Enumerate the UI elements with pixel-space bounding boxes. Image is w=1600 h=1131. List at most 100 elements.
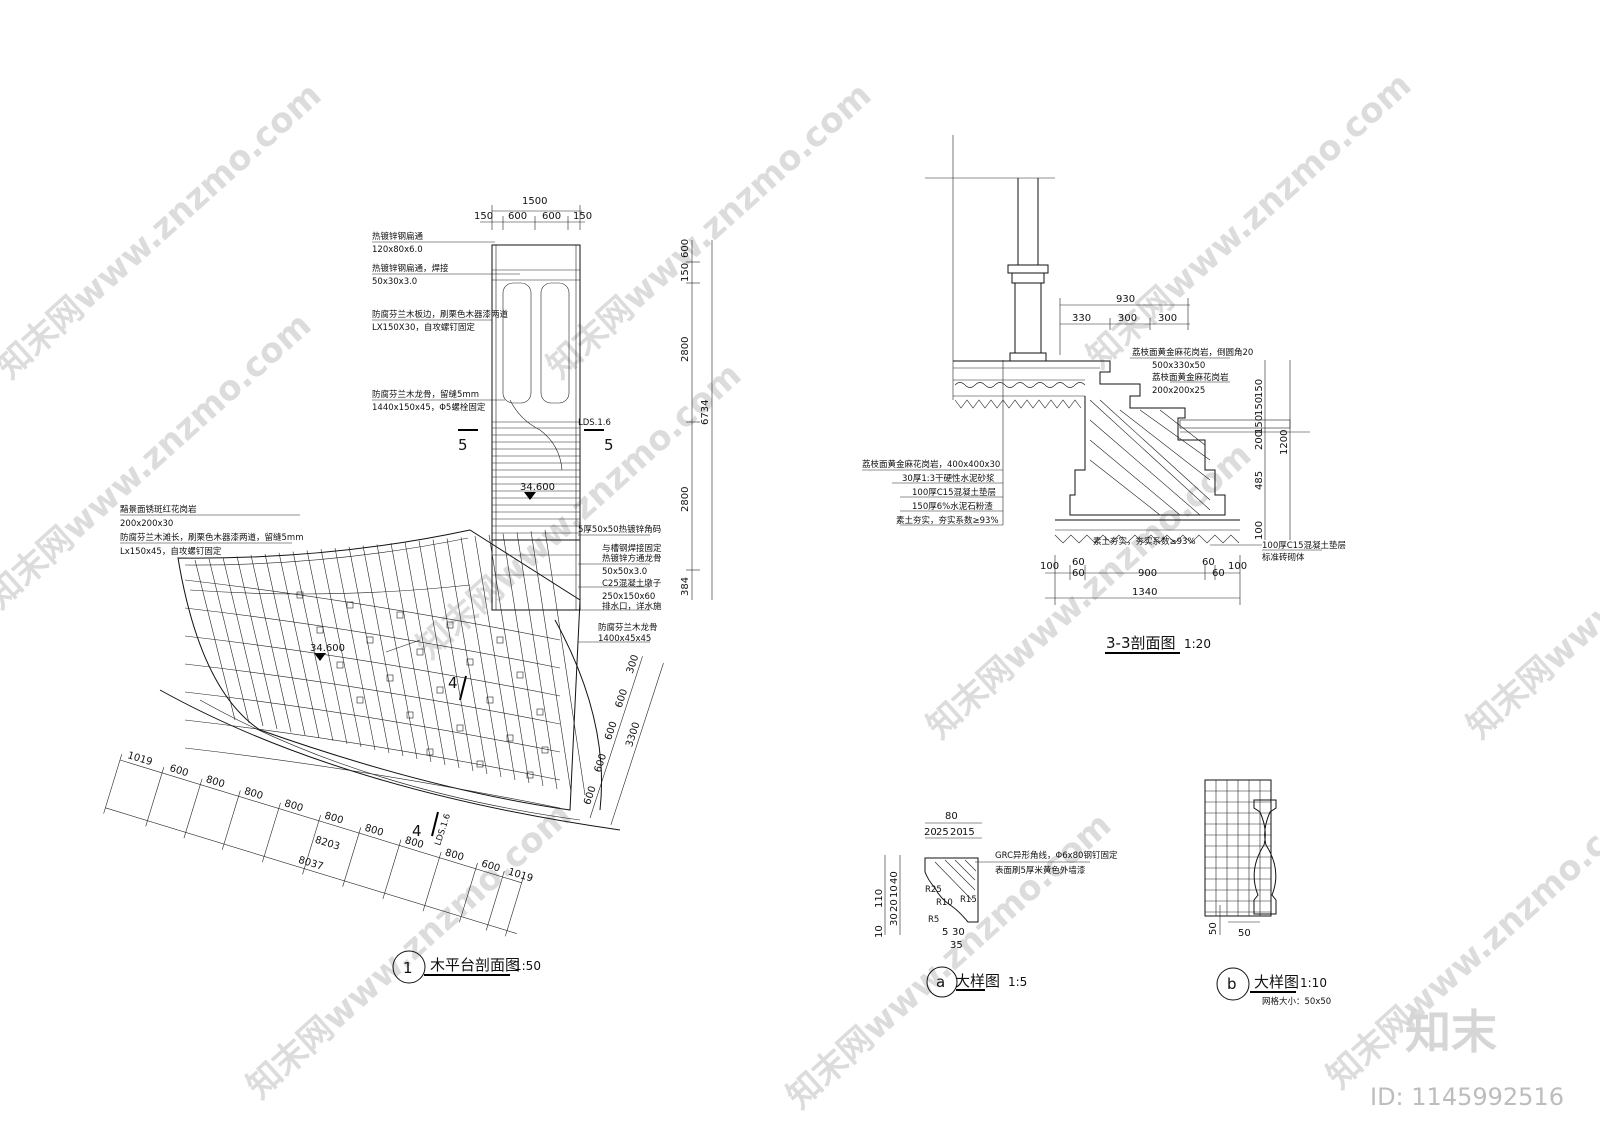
- deck-notes-right: 5厚50x50热镀锌角码 与槽钢焊接固定 热镀锌方通龙骨 50x50x3.0 C…: [578, 524, 662, 644]
- drawing-scale: 1:10: [1300, 976, 1327, 990]
- dim-label: 100: [1254, 521, 1265, 540]
- dim-label: 150: [680, 263, 691, 282]
- section-ref-label: LDS.1.6: [578, 418, 611, 428]
- deck-post: [356, 696, 364, 704]
- note-text: 防腐芬兰木滩长，刷栗色木器漆两道，留缝5mm: [120, 532, 303, 543]
- section33-notes-top: 荔枝面黄金麻花岗岩，倒圆角20 500x330x50 荔枝面黄金麻花岗岩 200…: [1130, 347, 1253, 396]
- radius-label: R25: [925, 885, 942, 895]
- dim-tick: [302, 814, 321, 875]
- dim-label: 930: [1116, 294, 1135, 305]
- dim-label: 300: [1118, 313, 1137, 324]
- dim-tick: [459, 862, 478, 923]
- dim-label: 35: [950, 940, 963, 951]
- deck-post: [476, 760, 484, 768]
- dim-label: 30: [952, 927, 965, 938]
- detail-a-title: a 大样图 1:5: [926, 966, 1027, 998]
- watermark-layer: 知末网www.znzmo.com 知末网www.znzmo.com 知末网www…: [0, 65, 1600, 1117]
- deck-post: [296, 591, 304, 599]
- image-id: ID: 1145992516: [1370, 1083, 1564, 1111]
- dim-label: 600: [168, 763, 189, 779]
- deck-board: [530, 531, 572, 793]
- note-text: 与槽钢焊接固定: [602, 543, 662, 554]
- dim-label: 1019: [126, 750, 154, 768]
- paving-layers: [953, 360, 1110, 409]
- elevation-label: 34.600: [520, 482, 555, 493]
- dim-tick: [485, 871, 505, 931]
- deck-board: [488, 534, 530, 784]
- deck-post: [466, 658, 474, 666]
- deck-post: [346, 601, 354, 609]
- note-text: 荔枝面黄金麻花岗岩: [1152, 372, 1229, 383]
- dim-label: 20: [950, 827, 963, 838]
- dim-label: 800: [243, 786, 264, 802]
- dim-tick: [504, 876, 524, 937]
- dim-total: 1340: [1132, 587, 1157, 598]
- deck-board: [544, 529, 586, 796]
- drawing-title: 3-3剖面图: [1106, 634, 1176, 652]
- dim-label: 485: [1254, 471, 1265, 490]
- title-circle-label: b: [1227, 975, 1237, 993]
- deck-notes-mid: 黯景面锈斑红花岗岩 200x200x30 防腐芬兰木滩长，刷栗色木器漆两道，留缝…: [120, 504, 303, 557]
- detail-b-drawing: 50 50 b 大样图 1:10 网格大小：50x50: [1204, 779, 1331, 1007]
- watermark-text: 知末网www.znzmo.com: [539, 75, 879, 387]
- deck-board: [250, 555, 292, 733]
- detail-b-dimensions: 50 50: [1208, 905, 1260, 939]
- dim-label: 200: [1254, 431, 1265, 450]
- dim-tick: [221, 790, 241, 850]
- dim-label: 100: [1040, 561, 1059, 572]
- dim-label: 60: [1202, 557, 1215, 568]
- walkway-plan: [491, 244, 581, 611]
- note-text: 200x200x30: [120, 519, 173, 529]
- section-mark-label: 4: [412, 822, 422, 840]
- deck-board: [446, 538, 488, 775]
- baluster-profile: [1253, 799, 1277, 915]
- deck-post: [366, 636, 374, 644]
- deck-post: [496, 636, 504, 644]
- section-mark-label: 5: [458, 436, 468, 454]
- detail-a-profile: R25 R10 R15 R5: [924, 857, 979, 925]
- dim-tick: [422, 851, 442, 912]
- dim-label: 15: [962, 827, 975, 838]
- dim-label: 110: [874, 889, 885, 908]
- deck-section-title: 1 木平台剖面图 1:50: [392, 950, 541, 984]
- dim-label: 2800: [680, 337, 691, 362]
- dim-total: 3300: [624, 721, 642, 749]
- title-circle-label: 1: [403, 959, 413, 977]
- watermark-text: 知末网www.znzmo.com: [1079, 65, 1419, 377]
- note-text: 热镀锌钢扁通，焊接: [372, 263, 449, 274]
- drawing-title: 木平台剖面图: [430, 956, 520, 974]
- dim-label: 600: [582, 785, 598, 807]
- dim-label: 10: [889, 885, 900, 898]
- section33-right-dimensions: 150 150 150 200 1200 485 100: [1254, 360, 1291, 540]
- deck-post: [541, 746, 549, 754]
- section33-title: 3-3剖面图 1:20: [1105, 634, 1211, 654]
- dim-label: 60: [1072, 557, 1085, 568]
- note-text: C25混凝土墩子: [602, 578, 662, 589]
- note-text: 250x150x60: [602, 592, 655, 602]
- radius-label: R5: [928, 915, 939, 925]
- note-text: 5厚50x50热镀锌角码: [578, 524, 661, 535]
- note-text: 100厚C15混凝土垫层: [912, 487, 996, 498]
- deck-board: [404, 541, 446, 766]
- walkway-planks: [492, 427, 580, 534]
- radius-label: R10: [936, 898, 953, 908]
- dim-label: 800: [403, 835, 424, 851]
- deck-bottom-dimensions: 1019 600 800 800 800 800 800 800 800 600…: [103, 750, 534, 937]
- note-text: 素土夯实，夯实系数≥93%: [896, 515, 999, 526]
- note-text: 表面刷5厚米黄色外墙漆: [995, 865, 1086, 876]
- deck-board: [278, 552, 320, 739]
- dim-label: 1500: [522, 196, 547, 207]
- dim-label: 600: [603, 720, 619, 742]
- dim-label: 60: [1212, 568, 1225, 579]
- note-text: 防腐芬兰木龙骨: [598, 622, 658, 633]
- deck-board: [390, 543, 432, 763]
- dim-tick: [382, 839, 402, 900]
- title-circle-label: a: [936, 973, 945, 991]
- dim-label: 600: [542, 211, 561, 222]
- deck-post: [526, 771, 534, 779]
- deck-post: [506, 734, 514, 742]
- deck-board: [418, 540, 460, 769]
- deck-post: [536, 708, 544, 716]
- dim-label: 80: [945, 811, 958, 822]
- deck-board: [432, 539, 474, 772]
